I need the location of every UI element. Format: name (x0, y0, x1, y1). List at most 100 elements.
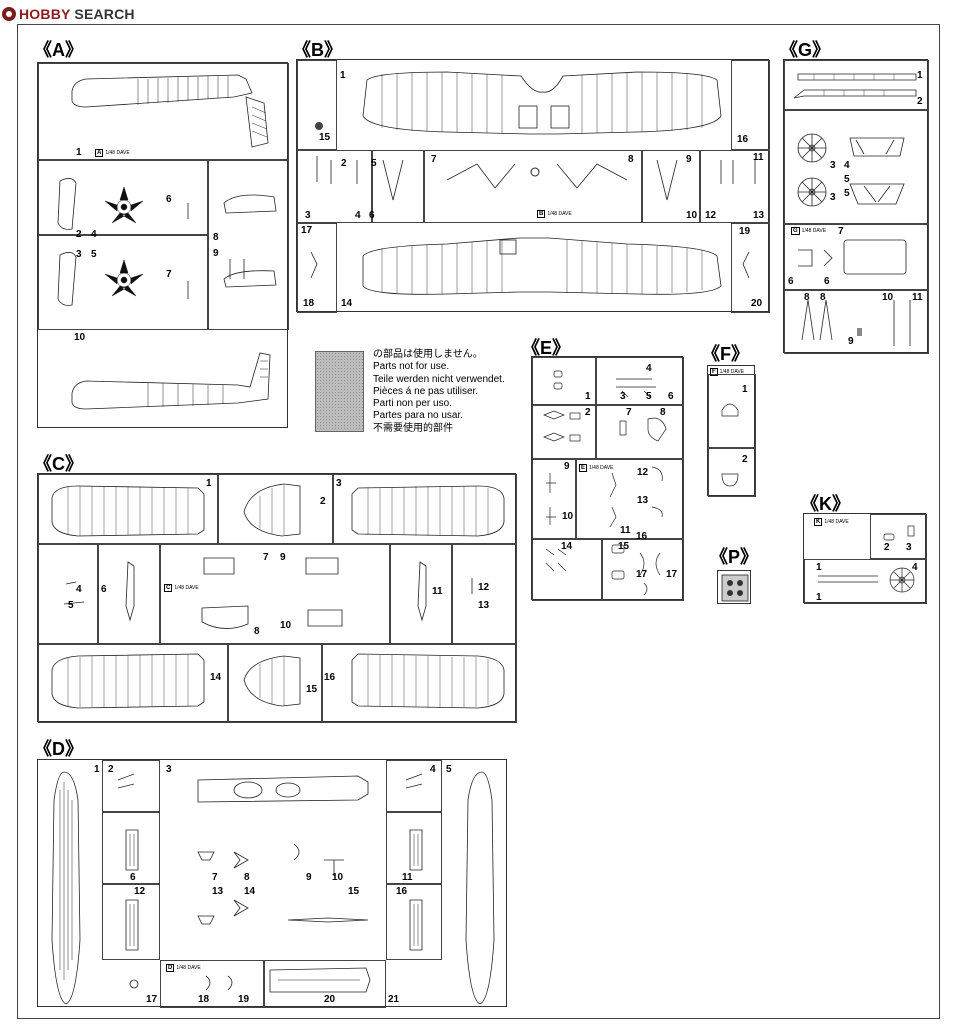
part-number: 6 (369, 210, 375, 221)
sprue-p-parts-drawing (721, 574, 749, 602)
part-number: 15 (319, 132, 331, 143)
part-number: 14 (341, 298, 353, 309)
part-number: 17 (666, 569, 678, 580)
part-number: 1 (742, 384, 748, 395)
part-number: 16 (636, 531, 648, 542)
sprue-b-cell (731, 60, 770, 150)
sprue-e-cell (532, 459, 576, 539)
sprue-b-cell (424, 150, 642, 223)
part-number: 3 (620, 391, 626, 402)
sprue-c-cell (38, 474, 218, 544)
part-number: 13 (637, 495, 649, 506)
part-number: 8 (213, 232, 219, 243)
part-number: 6 (668, 391, 674, 402)
part-number: 13 (478, 600, 490, 611)
part-number: 7 (838, 226, 844, 237)
part-number: 13 (212, 886, 224, 897)
sprue-c-cell (452, 544, 517, 644)
part-number: 4 (355, 210, 361, 221)
sprue-d-cell (102, 760, 160, 812)
sprue-d-cell (102, 812, 160, 884)
site-logo[interactable]: HOBBY SEARCH (2, 4, 135, 24)
part-number: 4 (646, 363, 652, 374)
sprue-d-cell (386, 760, 442, 812)
sprue-c-cell (228, 644, 322, 723)
part-number: 9 (686, 154, 692, 165)
sprue-f-parts-drawing (721, 403, 739, 487)
part-number: 2 (742, 454, 748, 465)
sprue-b-cell (642, 150, 700, 223)
part-number: 5 (371, 158, 377, 169)
part-number: 4 (844, 160, 850, 171)
part-number: 2 (917, 96, 923, 107)
sprue-p-label: 《P》 (710, 547, 759, 567)
part-number: 14 (210, 672, 222, 683)
part-number: 4 (76, 584, 82, 595)
part-number: 5 (68, 600, 74, 611)
part-number: 20 (751, 298, 763, 309)
part-number: 10 (280, 620, 292, 631)
sprue-g-cell (784, 224, 929, 290)
sprue-b-cell (700, 150, 770, 223)
part-number: 3 (76, 249, 82, 260)
sprue-c-cell (333, 474, 517, 544)
part-number: 8 (660, 407, 666, 418)
part-number: 10 (686, 210, 698, 221)
part-number: 16 (324, 672, 336, 683)
part-number: 5 (446, 764, 452, 775)
part-number: 3 (830, 160, 836, 171)
part-number: 5 (91, 249, 97, 260)
part-number: 19 (238, 994, 250, 1005)
unused-parts-swatch (315, 351, 364, 432)
sprue-e-label: 《E》 (522, 338, 571, 358)
part-number: 4 (91, 229, 97, 240)
sprue-k-parts-drawing (818, 525, 915, 593)
part-number: 10 (74, 332, 86, 343)
part-number: 15 (348, 886, 360, 897)
sprue-d-parts-drawing (51, 771, 495, 1005)
part-number: 16 (737, 134, 749, 145)
part-number: 5 (646, 391, 652, 402)
legend-line: Parti non per uso. (373, 398, 452, 410)
sprue-d-cell (386, 884, 442, 960)
part-number: 1 (816, 592, 822, 603)
sprue-e-cell (596, 405, 684, 459)
part-number: 18 (198, 994, 210, 1005)
sprue-a-cell-fuselage-1 (38, 63, 289, 160)
part-number: 11 (753, 152, 764, 163)
sprue-e-parts-drawing (543, 370, 667, 596)
sprue-a-parts-drawing (57, 74, 277, 410)
sprue-c-cell (218, 474, 333, 544)
part-number: 3 (305, 210, 311, 221)
sprue-b-label: 《B》 (293, 40, 342, 60)
sprue-g-cell (784, 60, 929, 110)
part-number: 1 (94, 764, 100, 775)
sprue-b-cell (731, 223, 770, 313)
sprue-c-parts-drawing (51, 483, 505, 709)
part-number: 14 (244, 886, 256, 897)
part-number: 6 (101, 584, 107, 595)
part-number: 8 (244, 872, 250, 883)
part-number: 7 (263, 552, 269, 563)
part-number: 13 (753, 210, 765, 221)
part-number: 4 (430, 764, 436, 775)
part-number: 5 (844, 174, 850, 185)
sprue-f-label: 《F》 (702, 344, 749, 364)
sprue-p (717, 570, 751, 604)
sprue-c-cell (160, 544, 390, 644)
part-number: 7 (431, 154, 437, 165)
part-number: 7 (166, 269, 172, 280)
sprue-a-cell-engine-1 (38, 160, 208, 235)
legend-line: の部品は使用しません。 (373, 349, 483, 360)
sprue-c-cell (98, 544, 160, 644)
logo-mark-icon (2, 7, 16, 21)
part-number: 7 (626, 407, 632, 418)
unused-parts-legend: の部品は使用しません。 Parts not for use. Teile wer… (373, 349, 505, 435)
part-number: 12 (478, 582, 490, 593)
